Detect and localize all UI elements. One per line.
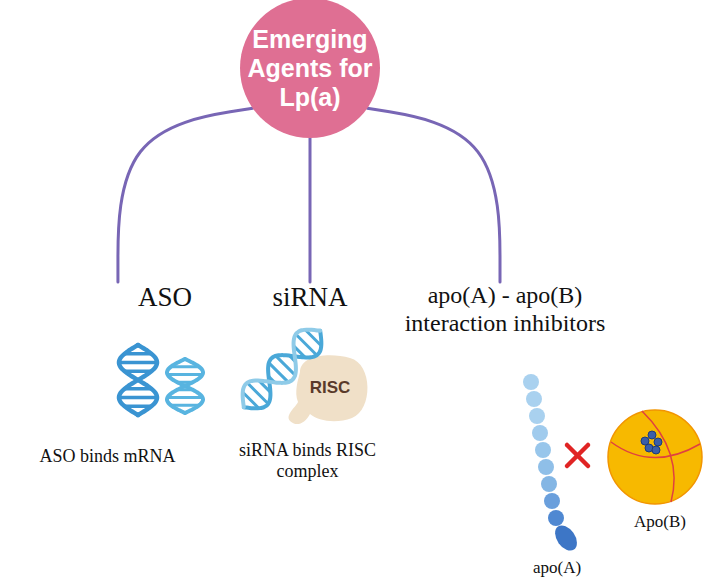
branch-connector [309,138,312,282]
helix-rung [296,334,317,355]
helix-rung [177,388,193,391]
helix-rung [243,392,259,408]
helix-rung [289,356,295,362]
helix-rung [125,387,152,390]
helix-rung [125,405,152,408]
particle-dot [652,446,660,454]
apoa-chain [523,374,581,555]
particle-dot [654,438,662,446]
helix-rung [305,330,321,346]
block-cross [567,445,588,466]
risc-complex-shape [289,355,368,424]
helix-strand [243,330,321,408]
cross-stroke [567,445,588,466]
particle-dot [641,437,649,445]
branch-heading: ASO [120,282,210,313]
branch-node: ASO ASO binds mRNA [10,282,220,472]
branch-node: apo(A) - apo(B) interaction inhibitors [380,282,630,344]
helix-strand [119,345,157,415]
helix-rung [171,365,199,368]
protein-label: Apo(B) [618,512,702,532]
hub-circle: Emerging Agents for Lp(a) [240,0,380,138]
particle-dot [648,431,656,439]
dna-icon [119,345,157,415]
helix-rung [125,370,152,373]
kringle-bead [544,493,560,509]
helix-rung [125,352,152,355]
circle-shape [240,0,380,138]
helix-strand [167,359,203,413]
kringle-bead [526,391,542,407]
sirna-helix [243,330,322,409]
helix-rung [247,383,268,404]
helix-rung [269,363,288,382]
helix-rung [269,376,275,382]
protease-domain [551,521,582,554]
helix-strand [167,359,203,413]
protein-label: apo(A) [515,558,599,578]
kringle-bead [532,425,548,441]
branch-connector [367,108,500,282]
particle-band [611,442,700,458]
helix-rung [294,346,305,357]
kringle-bead [548,510,564,526]
node-title: apo(A) - apo(B) interaction inhibitors [380,282,630,337]
kringle-bead [538,459,554,475]
helix-rung [171,404,199,407]
helix-rung [119,361,157,364]
helix-rung [177,381,193,384]
kringle-bead [523,374,539,390]
particle-band [642,411,674,502]
helix-rung [276,356,295,375]
branch-connector [118,108,253,282]
kringle-bead [529,408,545,424]
helix-rung [167,373,202,376]
helix-rung [259,381,270,392]
particle-dot [645,444,653,452]
node-title: Emerging Agents for Lp(a) [240,25,380,111]
dna-icon [167,359,203,413]
helix-rung [167,396,202,399]
helix-strand [119,345,157,415]
helix-rung [119,396,157,399]
lipoprotein-particle [608,410,702,504]
kringle-bead [535,442,551,458]
cross-stroke [567,445,588,466]
branch-description: siRNA binds RISC complex [225,440,390,481]
kringle-bead [541,476,557,492]
branch-description: ASO binds mRNA [10,446,205,467]
complex-label: RISC [300,378,360,398]
apob-particle [608,410,702,504]
branch-heading: siRNA [245,282,375,313]
